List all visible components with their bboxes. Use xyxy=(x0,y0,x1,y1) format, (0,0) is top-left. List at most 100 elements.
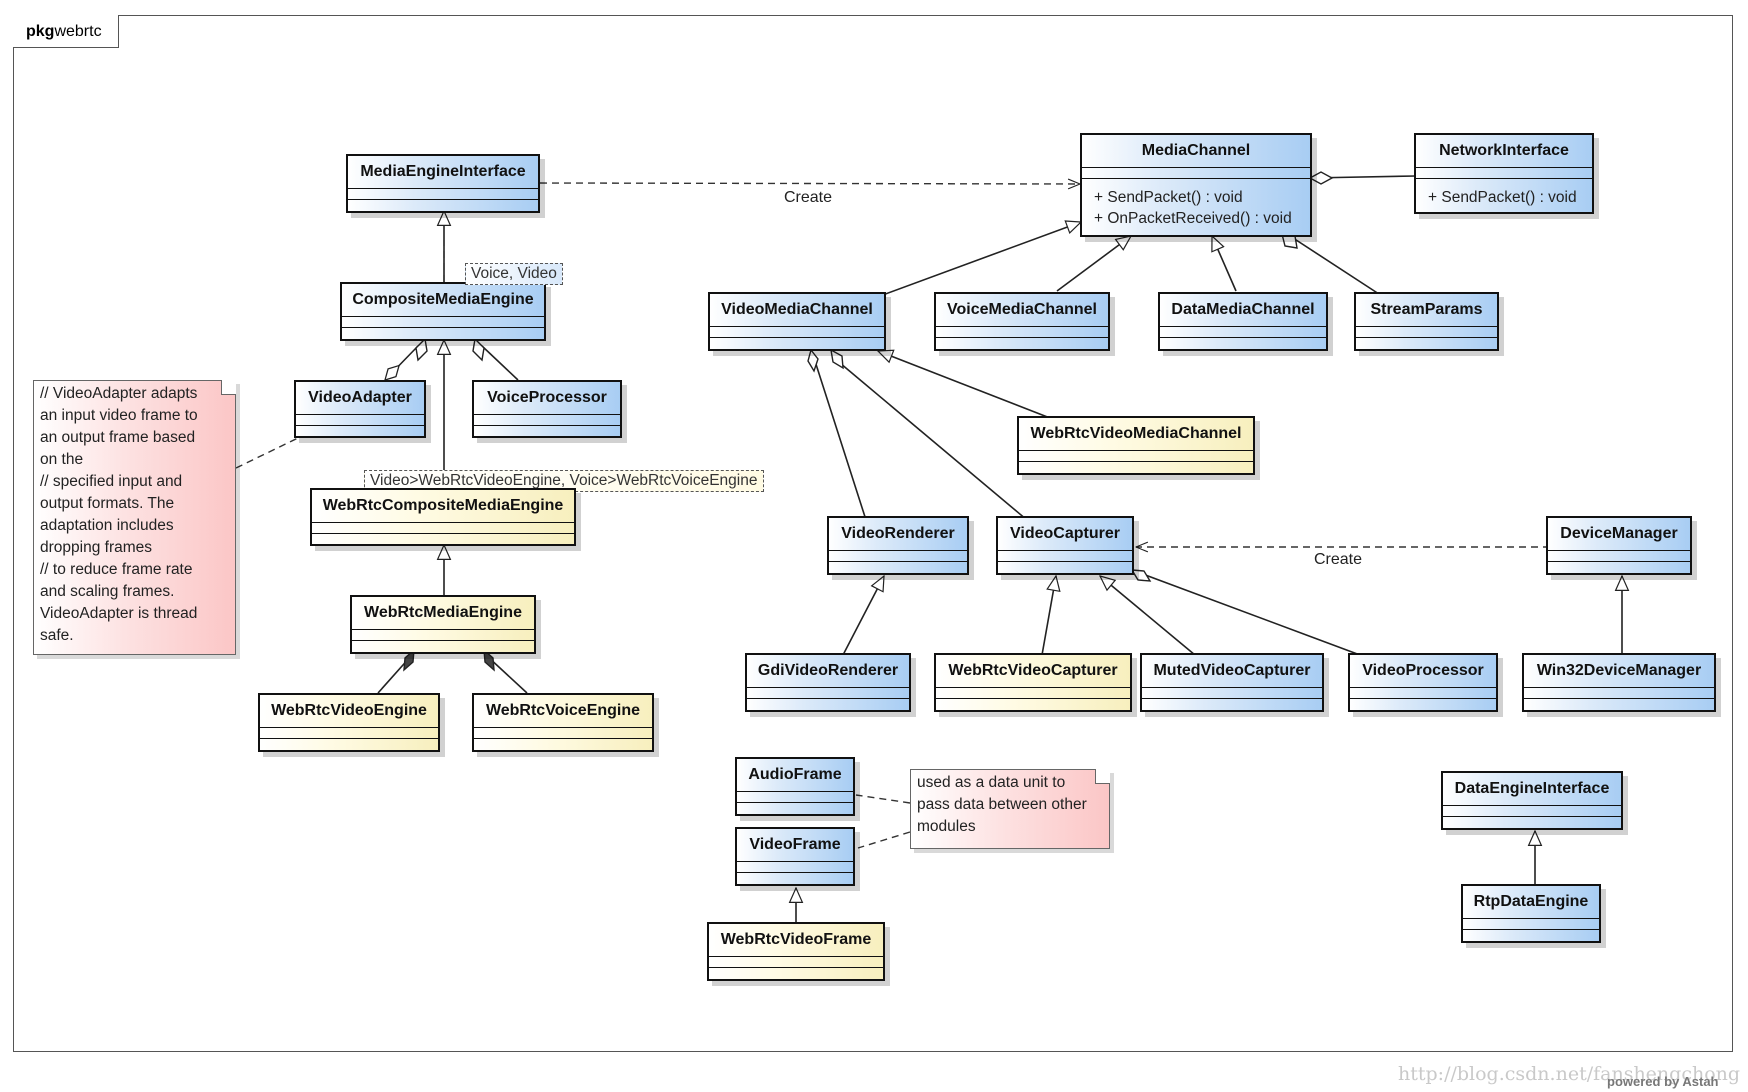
note-fold xyxy=(221,380,236,395)
diamond-mediachannel-network xyxy=(1308,171,1334,185)
class-attributes xyxy=(747,688,909,699)
class-attributes xyxy=(998,551,1132,562)
class-attributes xyxy=(1463,919,1599,930)
diamond-videochannel-renderer xyxy=(807,348,819,373)
class-name: WebRtcVideoEngine xyxy=(260,695,438,728)
class-name: VideoFrame xyxy=(737,829,853,862)
class-media-engine-interface[interactable]: MediaEngineInterface xyxy=(346,154,540,213)
class-attributes xyxy=(296,415,424,426)
operation-send-packet: + SendPacket() : void xyxy=(1094,189,1243,206)
gen-webrtcvideochannel-to-videochannel xyxy=(878,351,1051,419)
class-attributes xyxy=(737,862,853,873)
class-video-adapter[interactable]: VideoAdapter xyxy=(294,380,426,438)
gen-gdi-to-renderer xyxy=(842,576,885,656)
note-line: modules xyxy=(917,818,976,835)
class-webrtc-video-engine[interactable]: WebRtcVideoEngine xyxy=(258,693,440,752)
class-stream-params[interactable]: StreamParams xyxy=(1354,292,1499,351)
class-video-renderer[interactable]: VideoRenderer xyxy=(827,516,969,575)
class-attributes xyxy=(1160,327,1326,338)
class-attributes xyxy=(312,523,574,534)
class-voice-media-channel[interactable]: VoiceMediaChannel xyxy=(934,292,1110,351)
class-webrtc-video-capturer[interactable]: WebRtcVideoCapturer xyxy=(934,653,1132,712)
diamond-capturer-processor xyxy=(1130,569,1152,582)
note-line: on the xyxy=(40,451,84,468)
powered-by-label: powered by Astah xyxy=(1607,1074,1719,1089)
class-webrtc-video-media-channel[interactable]: WebRtcVideoMediaChannel xyxy=(1017,416,1255,475)
class-composite-media-engine[interactable]: CompositeMediaEngine xyxy=(340,282,546,341)
class-attributes xyxy=(936,688,1130,699)
class-attributes xyxy=(348,189,538,200)
class-attributes xyxy=(737,792,853,803)
class-name: Win32DeviceManager xyxy=(1524,655,1714,688)
diamond-webrtcmedia-videoengine xyxy=(403,648,415,672)
operation-send-packet: + SendPacket() : void xyxy=(1428,189,1577,206)
class-name: VoiceProcessor xyxy=(474,382,620,415)
class-webrtc-composite-media-engine[interactable]: WebRtcCompositeMediaEngine xyxy=(310,488,576,546)
agg-capturer-processor xyxy=(1139,572,1361,656)
class-attributes xyxy=(709,957,883,968)
class-device-manager[interactable]: DeviceManager xyxy=(1546,516,1692,575)
gen-voicechannel-to-mediachannel xyxy=(1056,236,1131,292)
note-line: pass data between other xyxy=(917,796,1087,813)
class-media-channel[interactable]: MediaChannel + SendPacket() : void + OnP… xyxy=(1080,133,1312,237)
class-webrtc-media-engine[interactable]: WebRtcMediaEngine xyxy=(350,595,536,654)
agg-composite-videoadapter xyxy=(385,345,419,380)
class-webrtc-voice-engine[interactable]: WebRtcVoiceEngine xyxy=(472,693,654,752)
class-attributes xyxy=(1082,168,1310,179)
class-video-capturer[interactable]: VideoCapturer xyxy=(996,516,1134,575)
class-attributes xyxy=(1356,327,1497,338)
gen-muted-to-capturer xyxy=(1100,576,1196,656)
class-data-engine-interface[interactable]: DataEngineInterface xyxy=(1441,771,1623,830)
note-line: VideoAdapter is thread xyxy=(40,605,198,622)
class-gdi-video-renderer[interactable]: GdiVideoRenderer xyxy=(745,653,911,712)
diamond-composite-videoadapter xyxy=(415,337,428,362)
class-video-media-channel[interactable]: VideoMediaChannel xyxy=(708,292,886,351)
class-operations: + SendPacket() : void xyxy=(1416,179,1592,214)
class-win32-device-manager[interactable]: Win32DeviceManager xyxy=(1522,653,1716,712)
class-name: VideoCapturer xyxy=(998,518,1132,551)
note-link-videoadapter xyxy=(235,437,299,469)
note-link-videoframe xyxy=(857,831,911,849)
agg-videochannel-renderer xyxy=(813,357,867,521)
class-data-media-channel[interactable]: DataMediaChannel xyxy=(1158,292,1328,351)
class-name: NetworkInterface xyxy=(1416,135,1592,168)
class-attributes xyxy=(1142,688,1322,699)
class-name: AudioFrame xyxy=(737,759,853,792)
gen-webrtccapturer-to-capturer xyxy=(1041,576,1056,656)
template-tag-voice-video: Voice, Video xyxy=(465,263,563,285)
class-webrtc-video-frame[interactable]: WebRtcVideoFrame xyxy=(707,922,885,981)
note-line: output formats. The xyxy=(40,495,175,512)
note-line: // VideoAdapter adapts xyxy=(40,385,198,402)
operation-on-packet-received: + OnPacketReceived() : void xyxy=(1094,210,1292,227)
class-attributes xyxy=(260,728,438,739)
class-attributes xyxy=(474,728,652,739)
class-name: VideoProcessor xyxy=(1350,655,1496,688)
class-network-interface[interactable]: NetworkInterface + SendPacket() : void xyxy=(1414,133,1594,214)
note-line: // to reduce frame rate xyxy=(40,561,193,578)
class-audio-frame[interactable]: AudioFrame xyxy=(735,757,855,816)
note-line: dropping frames xyxy=(40,539,153,556)
create-label-device: Create xyxy=(1314,551,1363,568)
diamond-webrtcmedia-voiceengine xyxy=(483,648,495,672)
agg-mediachannel-streamparams xyxy=(1289,235,1383,297)
class-video-frame[interactable]: VideoFrame xyxy=(735,827,855,886)
class-name: WebRtcVideoFrame xyxy=(709,924,883,957)
class-muted-video-capturer[interactable]: MutedVideoCapturer xyxy=(1140,653,1324,712)
diamond-composite-voiceprocessor xyxy=(472,337,485,362)
class-voice-processor[interactable]: VoiceProcessor xyxy=(472,380,622,438)
package-name: webrtc xyxy=(54,23,102,40)
gen-datachannel-to-mediachannel xyxy=(1211,236,1237,292)
class-attributes xyxy=(1416,168,1592,179)
class-name: WebRtcMediaEngine xyxy=(352,597,534,630)
class-name: DataMediaChannel xyxy=(1160,294,1326,327)
class-rtp-data-engine[interactable]: RtpDataEngine xyxy=(1461,884,1601,943)
class-attributes xyxy=(1350,688,1496,699)
class-name: VideoAdapter xyxy=(296,382,424,415)
class-attributes xyxy=(1548,551,1690,562)
note-line: an output frame based xyxy=(40,429,196,446)
package-keyword: pkg xyxy=(26,23,55,40)
class-video-processor[interactable]: VideoProcessor xyxy=(1348,653,1498,712)
